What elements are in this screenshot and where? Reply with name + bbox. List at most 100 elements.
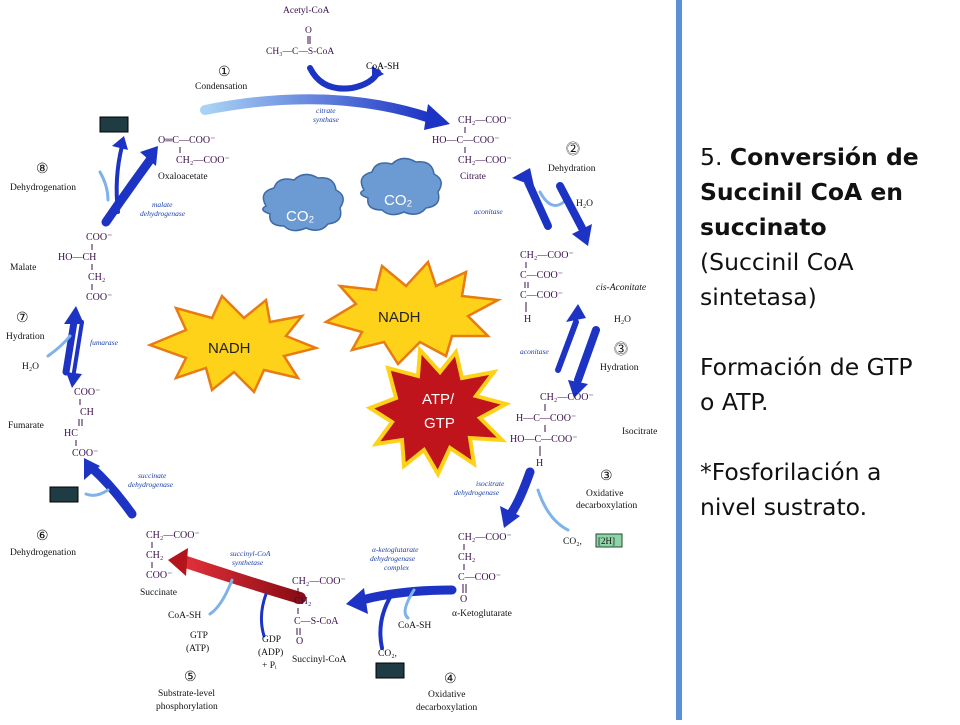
- h2o-2b: H₂O: [614, 315, 631, 325]
- fumarate-line-3: HC: [64, 428, 78, 439]
- atp-gtp-label-1: ATP/: [422, 391, 455, 408]
- enzyme-aconitase-1: aconitase: [474, 207, 503, 216]
- isocitrate-line-4: H: [536, 458, 543, 469]
- enzyme-scs-1: succinyl-CoA: [230, 549, 271, 558]
- cis-aconitate-line-4: H: [524, 314, 531, 325]
- enzyme-akg-dh-2: dehydrogenase: [370, 554, 416, 563]
- succinyl-coa-line-1: CH₂—COO⁻: [292, 576, 346, 587]
- adp: (ADP): [258, 647, 283, 658]
- fumarate-line-1: COO⁻: [74, 387, 100, 398]
- condensation-arrowhead: [424, 104, 450, 130]
- nadh-1-label: NADH: [208, 340, 251, 357]
- heading-number: 5.: [700, 143, 723, 171]
- isocitrate-line-2: H—C—COO⁻: [516, 413, 576, 424]
- fumarate: COO⁻ CH HC COO⁻ Fumarate: [8, 387, 100, 459]
- atp-gtp-burst: ATP/ GTP: [365, 345, 512, 479]
- masked-label-step-8: [99, 116, 129, 133]
- succinate-dh-arrow: [87, 463, 137, 519]
- step-3-label-1: Oxidative: [586, 489, 623, 499]
- aconitase-light-arrow: [538, 190, 568, 207]
- aconitase-arrow-3: [574, 326, 600, 384]
- akg-line-4: O: [460, 594, 467, 605]
- malate-line-2: HO—CH: [58, 252, 96, 263]
- co2-step-3: CO₂,: [563, 537, 582, 547]
- nadh-burst-2: NADH: [322, 259, 503, 366]
- step-5-label-1: Substrate-level: [158, 689, 215, 699]
- enzyme-mdh-1: malate: [152, 200, 173, 209]
- nadh-2-label: NADH: [378, 309, 421, 326]
- isocitrate-line-3: HO—C—COO⁻: [510, 434, 578, 445]
- heading-bold-2: Succinil CoA en: [700, 178, 904, 206]
- succinyl-coa-synthetase-arrow: [180, 556, 306, 604]
- enzyme-aconitase-2: aconitase: [520, 347, 549, 356]
- fumarate-line-2: CH: [80, 407, 94, 418]
- step-3-number: ③: [600, 469, 613, 484]
- masked-label-step-4: [375, 662, 405, 679]
- oxaloacetate-line-2: CH₂—COO⁻: [176, 155, 230, 166]
- akg-name: α-Ketoglutarate: [452, 609, 512, 619]
- step-2b-number: ⓷: [614, 342, 628, 358]
- enzyme-scs-2: synthetase: [232, 558, 264, 567]
- masked-label-step-6: [49, 486, 79, 503]
- citrate-line-2: HO—C—COO⁻: [432, 135, 500, 146]
- succinate: CH₂—COO⁻ CH₂ COO⁻ Succinate: [140, 530, 200, 598]
- citrate-line-1: CH₂—COO⁻: [458, 115, 512, 126]
- acetyl-coa-oxygen: O: [305, 26, 312, 36]
- step-3-label-2: decarboxylation: [576, 501, 637, 511]
- heading: 5. Conversión de Succinil CoA en succina…: [700, 140, 950, 315]
- succinyl-coa: CH₂—COO⁻ CH₂ C—S-CoA O Succinyl-CoA: [292, 576, 346, 665]
- step-8-label: Dehydrogenation: [10, 183, 76, 193]
- step-2b-label: Hydration: [600, 363, 639, 373]
- coa-sh-step-5: CoA-SH: [168, 611, 201, 621]
- fumarate-name: Fumarate: [8, 421, 44, 431]
- succinate-name: Succinate: [140, 588, 177, 598]
- acetyl-coa: Acetyl-CoA O CH₃—C—S-CoA: [266, 6, 334, 57]
- coa-sh-step-4: CoA-SH: [398, 621, 431, 631]
- co2-step-4: CO₂,: [378, 649, 397, 659]
- citrate-name: Citrate: [460, 172, 486, 182]
- cis-aconitate-name: cis-Aconitate: [596, 283, 646, 293]
- formation-line-2: o ATP.: [700, 388, 769, 416]
- enzyme-sdh-1: succinate: [138, 471, 167, 480]
- step-4-label-1: Oxidative: [428, 690, 465, 700]
- gdp: GDP: [262, 635, 281, 645]
- step-7-number: ⑦: [16, 311, 29, 326]
- side-panel: 5. Conversión de Succinil CoA en succina…: [700, 140, 950, 560]
- enzyme-akg-dh-1: α-ketoglutarate: [372, 545, 419, 554]
- fumarate-line-4: COO⁻: [72, 448, 98, 459]
- akg-line-2: CH₂: [458, 552, 475, 563]
- isocitrate-name: Isocitrate: [622, 427, 657, 437]
- step-2a-label: Dehydration: [548, 164, 596, 174]
- step-1-label: Condensation: [195, 82, 247, 92]
- step-1-number: ①: [218, 65, 231, 80]
- co2-cloud-2: CO₂: [360, 157, 442, 216]
- co2-cloud-1: CO₂: [262, 173, 344, 232]
- heading-bold-1: Conversión de: [729, 143, 919, 171]
- succinyl-coa-line-4: O: [296, 636, 303, 647]
- enzyme-citrate-synthase-2: synthase: [313, 115, 340, 124]
- isocitrate-line-1: CH₂—COO⁻: [540, 392, 594, 403]
- malate-name: Malate: [10, 263, 36, 273]
- akg-line-3: C—COO⁻: [458, 572, 501, 583]
- step-7-label: Hydration: [6, 332, 45, 342]
- formation-line-1: Formación de GTP: [700, 353, 913, 381]
- acetyl-coa-formula: CH₃—C—S-CoA: [266, 47, 334, 57]
- aconitase-arrow-1: [524, 178, 552, 230]
- note-line-1: *Fosforilación a: [700, 458, 882, 486]
- step-5-number: ⑤: [184, 670, 197, 685]
- step-6-label: Dehydrogenation: [10, 548, 76, 558]
- note: *Fosforilación a nivel sustrato.: [700, 455, 950, 525]
- fumarase-arrow-2: [72, 320, 84, 374]
- enzyme-isocitrate-dh-2: dehydrogenase: [454, 488, 500, 497]
- succinate-line-3: COO⁻: [146, 570, 172, 581]
- oxaloacetate-name: Oxaloacetate: [158, 172, 208, 182]
- aconitase-arrow-4: [555, 319, 579, 373]
- citrate-line-3: CH₂—COO⁻: [458, 155, 512, 166]
- coa-sh-top: CoA-SH: [366, 62, 399, 72]
- cis-aconitate: CH₂—COO⁻ C—COO⁻ C—COO⁻ H cis-Aconitate: [520, 250, 646, 325]
- succinyl-coa-line-3: C—S-CoA: [294, 616, 339, 627]
- enzyme-isocitrate-dh-1: isocitrate: [476, 479, 505, 488]
- condensation-arrow: [200, 94, 435, 123]
- enzyme-line-2: sintetasa): [700, 283, 817, 311]
- oxaloacetate: O═C—COO⁻ CH₂—COO⁻ Oxaloacetate: [158, 135, 230, 182]
